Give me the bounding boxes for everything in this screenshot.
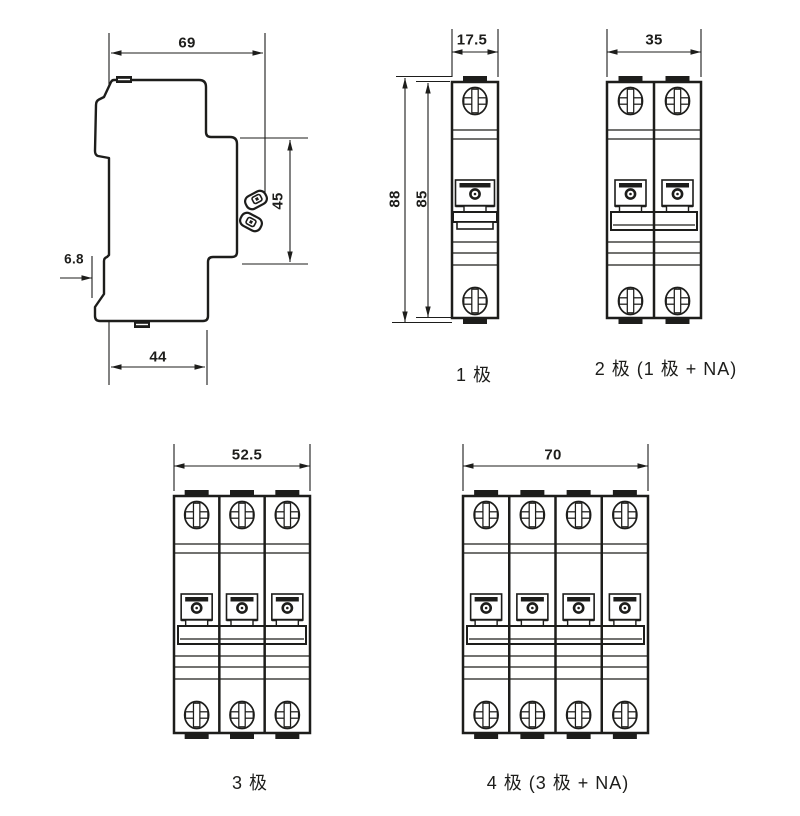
screw-icon bbox=[664, 286, 691, 316]
caption-1pole: 1 极 bbox=[455, 365, 493, 385]
screw-icon bbox=[229, 500, 255, 530]
screw-icon bbox=[473, 700, 499, 730]
screw-icon bbox=[565, 500, 592, 530]
breaker-front-p2 bbox=[605, 29, 703, 324]
toggle-indicator-window bbox=[562, 593, 595, 622]
screw-icon bbox=[519, 700, 546, 730]
screw-icon bbox=[183, 700, 210, 730]
toggle-indicator-window bbox=[180, 593, 213, 622]
screw-icon bbox=[462, 86, 488, 116]
dim-label-1pole-total-height: 88 bbox=[386, 190, 404, 208]
dim-label-1pole-body-height: 85 bbox=[413, 190, 431, 208]
dim-label-side-base-width: 44 bbox=[149, 348, 167, 366]
mounting-tab bbox=[134, 321, 150, 328]
dim-label-4pole-width: 70 bbox=[544, 446, 562, 464]
screw-icon bbox=[565, 700, 592, 730]
toggle-indicator-window bbox=[614, 179, 647, 208]
screw-icon bbox=[183, 500, 210, 530]
screw-icon bbox=[519, 500, 546, 530]
breaker-front-p3 bbox=[172, 444, 312, 739]
screw-icon bbox=[617, 286, 644, 316]
toggle-indicator-window bbox=[516, 593, 549, 622]
toggle-indicator-window bbox=[271, 593, 304, 622]
dim-label-2pole-width: 35 bbox=[645, 31, 663, 49]
toggle-handle-side bbox=[239, 189, 268, 233]
screw-icon bbox=[274, 700, 301, 730]
dim-label-side-top-width: 69 bbox=[178, 34, 196, 52]
screw-icon bbox=[612, 500, 638, 530]
mounting-tab bbox=[116, 76, 132, 83]
caption-4pole: 4 极 (3 极 + NA) bbox=[486, 773, 630, 793]
screw-icon bbox=[664, 86, 691, 116]
screw-icon bbox=[274, 500, 301, 530]
breaker-front-p1 bbox=[392, 29, 500, 324]
toggle-indicator-window bbox=[454, 179, 496, 208]
toggle-indicator-window bbox=[608, 593, 642, 622]
toggle-indicator-window bbox=[661, 179, 694, 208]
dim-label-1pole-width: 17.5 bbox=[456, 31, 488, 49]
screw-icon bbox=[462, 286, 488, 316]
screw-icon bbox=[473, 500, 499, 530]
breaker-front-p4 bbox=[461, 444, 650, 739]
dim-label-side-rail-offset: 6.8 bbox=[64, 251, 84, 267]
caption-2pole: 2 极 (1 极 + NA) bbox=[594, 359, 738, 379]
screw-icon bbox=[229, 700, 255, 730]
caption-3pole: 3 极 bbox=[231, 773, 269, 793]
dim-label-3pole-width: 52.5 bbox=[231, 446, 263, 464]
dim-label-side-handle-height: 45 bbox=[269, 192, 287, 210]
side-view-drawing bbox=[60, 33, 308, 385]
screw-icon bbox=[617, 86, 644, 116]
screw-icon bbox=[612, 700, 638, 730]
toggle-indicator-window bbox=[469, 593, 503, 622]
toggle-indicator-window bbox=[225, 593, 259, 622]
